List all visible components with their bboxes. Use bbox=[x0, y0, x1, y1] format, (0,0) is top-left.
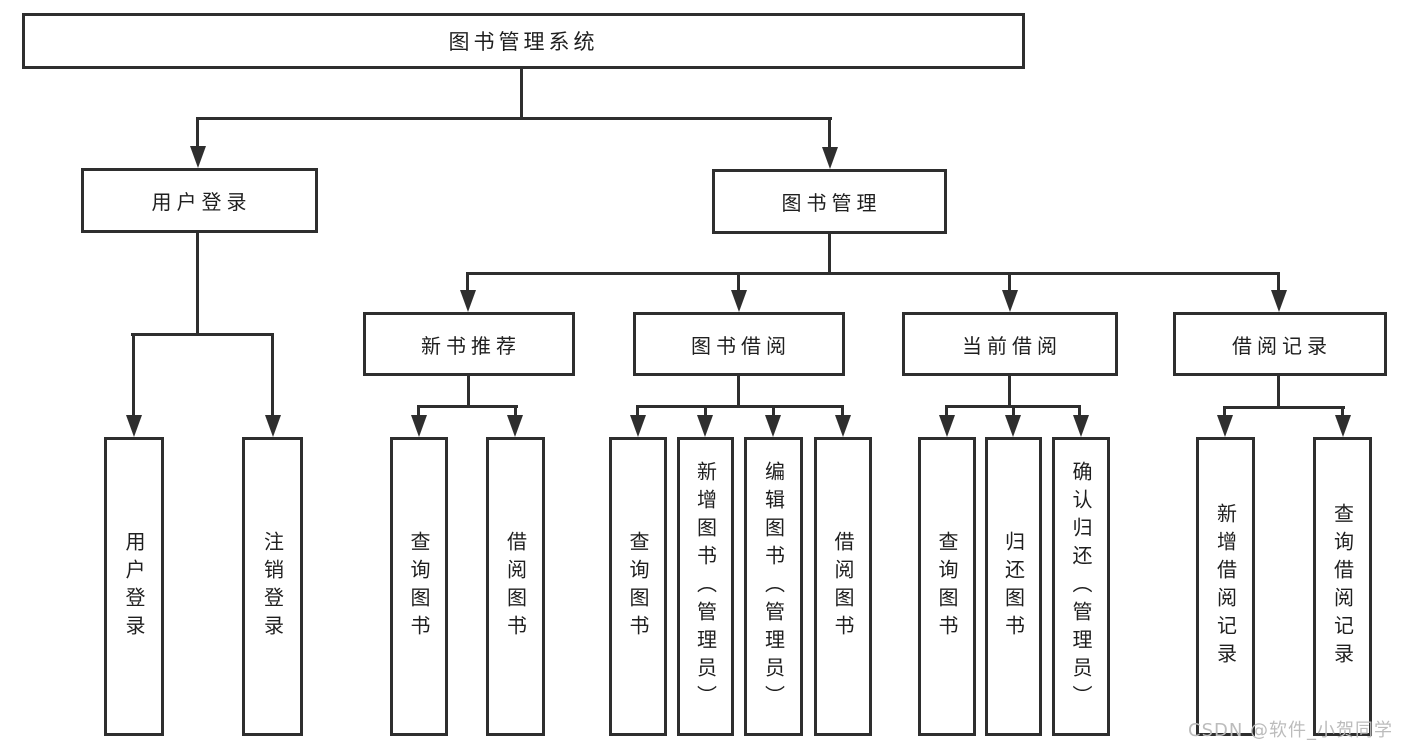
node-label-new-book-recommend: 新书推荐 bbox=[421, 333, 521, 358]
node-box-book-borrow: 图书借阅 bbox=[633, 312, 845, 376]
arrowhead-icon bbox=[731, 290, 747, 312]
connector bbox=[131, 333, 274, 336]
arrowhead-icon bbox=[265, 415, 281, 437]
connector bbox=[1277, 272, 1280, 296]
node-label-current-borrow: 当前借阅 bbox=[962, 333, 1062, 358]
arrowhead-icon bbox=[697, 415, 713, 437]
connector bbox=[132, 333, 135, 421]
node-label-root: 图书管理系统 bbox=[448, 30, 599, 54]
leaf-box-add-borrow-record: 新增借阅记录 bbox=[1196, 437, 1255, 736]
connector bbox=[520, 67, 523, 119]
connector bbox=[636, 405, 639, 423]
leaf-box-add-books-admin: 新增图书（管理员） bbox=[677, 437, 734, 736]
arrowhead-icon bbox=[126, 415, 142, 437]
connector bbox=[636, 405, 843, 408]
arrowhead-icon bbox=[1271, 290, 1287, 312]
connector bbox=[417, 405, 518, 408]
arrowhead-icon bbox=[630, 415, 646, 437]
leaf-label: 借阅图书 bbox=[831, 530, 855, 643]
connector bbox=[1008, 272, 1011, 296]
arrowhead-icon bbox=[460, 290, 476, 312]
arrowhead-icon bbox=[835, 415, 851, 437]
connector bbox=[841, 405, 844, 423]
connector bbox=[196, 117, 832, 120]
connector bbox=[1078, 405, 1081, 423]
connector bbox=[1341, 406, 1344, 423]
arrowhead-icon bbox=[1217, 415, 1233, 437]
connector bbox=[271, 333, 274, 421]
leaf-box-borrow-books-recommend: 借阅图书 bbox=[486, 437, 545, 736]
arrowhead-icon bbox=[411, 415, 427, 437]
connector bbox=[772, 405, 775, 423]
connector bbox=[467, 374, 470, 408]
connector bbox=[196, 117, 199, 155]
connector bbox=[1223, 406, 1226, 423]
leaf-label: 用户登录 bbox=[122, 530, 146, 643]
leaf-box-query-borrow-record: 查询借阅记录 bbox=[1313, 437, 1372, 736]
leaf-label: 查询图书 bbox=[407, 530, 431, 643]
connector bbox=[1008, 374, 1011, 408]
connector bbox=[828, 117, 831, 156]
connector bbox=[1223, 406, 1345, 409]
arrowhead-icon bbox=[765, 415, 781, 437]
connector bbox=[1012, 405, 1015, 423]
arrowhead-icon bbox=[1073, 415, 1089, 437]
node-label-book-management: 图书管理 bbox=[781, 191, 882, 215]
node-box-book-management: 图书管理 bbox=[712, 169, 947, 234]
connector bbox=[466, 272, 1280, 275]
watermark: CSDN @软件_小贺同学 bbox=[1188, 720, 1394, 741]
connector bbox=[704, 405, 707, 423]
leaf-label: 查询图书 bbox=[935, 530, 959, 643]
leaf-box-edit-books-admin: 编辑图书（管理员） bbox=[744, 437, 803, 736]
node-label-borrow-records: 借阅记录 bbox=[1232, 333, 1332, 358]
leaf-label: 归还图书 bbox=[1001, 530, 1026, 643]
leaf-box-query-books-recommend: 查询图书 bbox=[390, 437, 448, 736]
leaf-box-query-books-borrow: 查询图书 bbox=[609, 437, 667, 736]
connector bbox=[737, 374, 740, 408]
arrowhead-icon bbox=[1002, 290, 1018, 312]
leaf-box-logout: 注销登录 bbox=[242, 437, 303, 736]
connector bbox=[466, 272, 469, 296]
node-box-root: 图书管理系统 bbox=[22, 13, 1025, 69]
leaf-label: 借阅图书 bbox=[503, 530, 528, 643]
node-box-current-borrow: 当前借阅 bbox=[902, 312, 1118, 376]
leaf-label: 注销登录 bbox=[260, 530, 285, 643]
leaf-box-return-books: 归还图书 bbox=[985, 437, 1042, 736]
node-label-book-borrow: 图书借阅 bbox=[691, 333, 791, 358]
leaf-label: 确认归还（管理员） bbox=[1069, 460, 1093, 713]
arrowhead-icon bbox=[507, 415, 523, 437]
leaf-label: 编辑图书（管理员） bbox=[761, 460, 786, 713]
leaf-label: 新增图书（管理员） bbox=[693, 460, 718, 713]
leaf-box-borrow-books: 借阅图书 bbox=[814, 437, 872, 736]
leaf-label: 新增借阅记录 bbox=[1213, 502, 1238, 671]
connector bbox=[1277, 374, 1280, 409]
arrowhead-icon bbox=[190, 146, 206, 168]
connector bbox=[196, 231, 199, 336]
node-box-borrow-records: 借阅记录 bbox=[1173, 312, 1387, 376]
node-label-user-login: 用户登录 bbox=[151, 190, 252, 214]
connector bbox=[417, 405, 420, 423]
leaf-label: 查询图书 bbox=[626, 530, 650, 643]
arrowhead-icon bbox=[822, 147, 838, 169]
connector bbox=[828, 232, 831, 275]
leaf-box-query-books-current: 查询图书 bbox=[918, 437, 976, 736]
connector bbox=[945, 405, 948, 423]
arrowhead-icon bbox=[1005, 415, 1021, 437]
connector bbox=[514, 405, 517, 423]
leaf-box-user-login: 用户登录 bbox=[104, 437, 164, 736]
leaf-label: 查询借阅记录 bbox=[1330, 502, 1355, 671]
connector bbox=[737, 272, 740, 296]
arrowhead-icon bbox=[1335, 415, 1351, 437]
node-box-user-login: 用户登录 bbox=[81, 168, 318, 233]
node-box-new-book-recommend: 新书推荐 bbox=[363, 312, 575, 376]
leaf-box-confirm-return-admin: 确认归还（管理员） bbox=[1052, 437, 1110, 736]
arrowhead-icon bbox=[939, 415, 955, 437]
